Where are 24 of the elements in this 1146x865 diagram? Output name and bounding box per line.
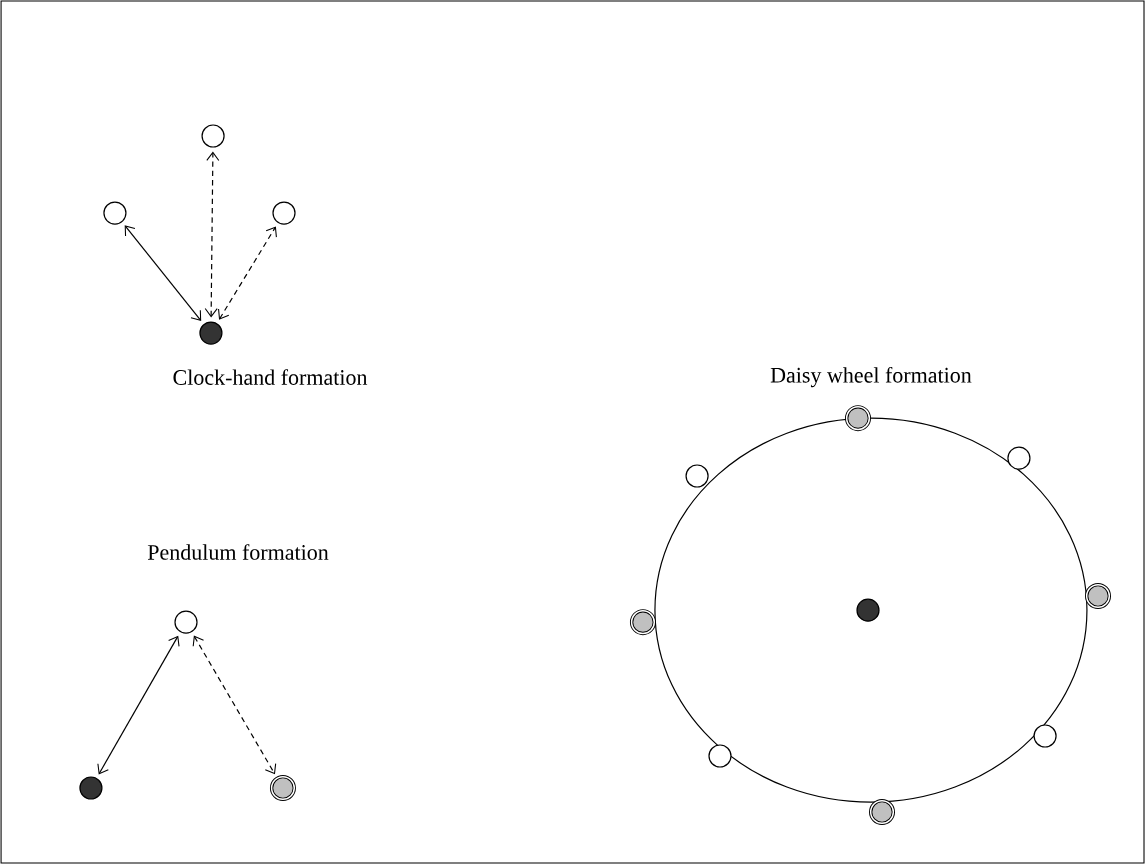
open-circle bbox=[103, 201, 127, 225]
arrow bbox=[192, 635, 277, 775]
filled-circle bbox=[856, 598, 880, 622]
ringed-circle bbox=[269, 774, 296, 801]
arrow bbox=[124, 225, 202, 321]
filled-circle bbox=[79, 776, 103, 800]
arrow bbox=[218, 226, 277, 320]
ringed-circle bbox=[1085, 582, 1111, 609]
open-circle bbox=[201, 124, 225, 148]
open-circle bbox=[708, 744, 732, 768]
arrow bbox=[204, 151, 220, 318]
caption-text: Daisy wheel formation bbox=[770, 366, 972, 388]
open-circle bbox=[1007, 446, 1031, 470]
arrow bbox=[97, 635, 180, 775]
ringed-circle bbox=[845, 405, 871, 432]
open-circle bbox=[1033, 724, 1057, 748]
filled-circle bbox=[199, 321, 223, 345]
caption-text: Pendulum formation bbox=[147, 544, 329, 560]
open-circle bbox=[272, 201, 296, 225]
caption-text: Clock-hand formation bbox=[173, 369, 368, 385]
ringed-circle bbox=[869, 798, 895, 825]
ringed-circle bbox=[629, 609, 656, 636]
open-circle bbox=[685, 464, 709, 488]
open-circle bbox=[174, 610, 198, 634]
